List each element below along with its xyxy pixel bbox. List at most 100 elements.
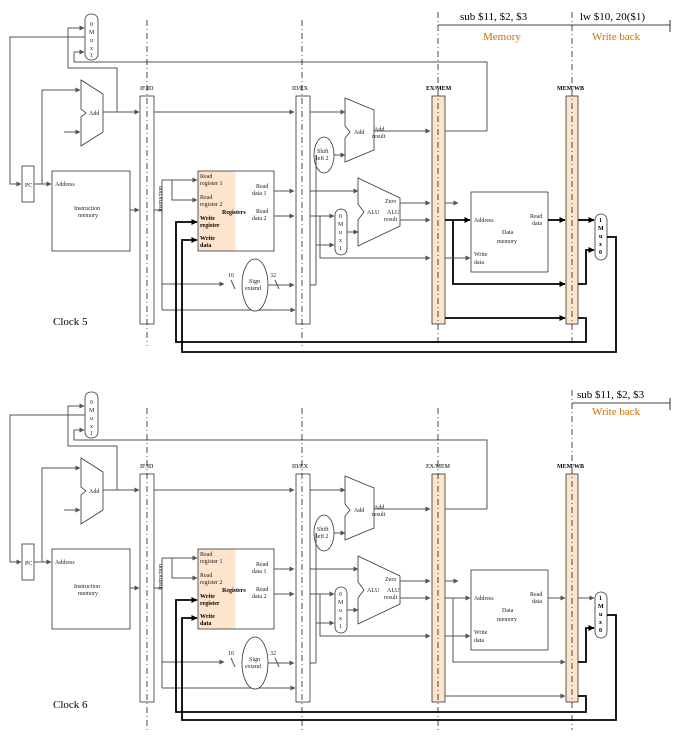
- shift-left-b: left 2: [316, 155, 329, 162]
- instr-mem-title2: memory: [78, 591, 98, 597]
- dm-read-data-b: data: [532, 221, 542, 227]
- pc-mux-label-0: 0: [90, 400, 93, 406]
- if-id-label: IF/ID: [140, 464, 154, 470]
- dm-read-data-b: data: [532, 599, 542, 605]
- rf-write-data-a: Write: [200, 236, 215, 242]
- wb-mux-m: M: [598, 604, 604, 610]
- instr-mem-stage: sub $11, $2, $3: [460, 11, 528, 23]
- rf-read-data1-a: Read: [256, 562, 268, 568]
- clock-label: Clock 6: [53, 699, 88, 711]
- dm-read-data-a: Read: [530, 592, 542, 598]
- rf-write-reg-a: Write: [200, 594, 215, 600]
- pc-mux-label-1: 1: [90, 431, 93, 437]
- rf-read-data2-a: Read: [256, 587, 268, 593]
- instr-mem-address: Address: [55, 560, 75, 566]
- alu-mux-u: u: [339, 608, 342, 614]
- instr-wb-stage: sub $11, $2, $3: [577, 389, 645, 401]
- rf-write-reg-b: register: [200, 223, 220, 229]
- clock-label: Clock 5: [53, 316, 88, 328]
- rf-read-data1-b: data 1: [252, 569, 267, 575]
- alu-zero: Zero: [385, 199, 396, 205]
- pc-mux-label-m: M: [89, 30, 95, 36]
- instr-mem-title1: Instruction: [74, 584, 100, 590]
- alu-result-a: ALU: [387, 588, 400, 594]
- alu-mux-0: 0: [339, 214, 342, 220]
- mem-wb-label: MEM/WB: [557, 86, 584, 92]
- alu-label: ALU: [367, 210, 380, 216]
- rf-read-reg2-a: Read: [200, 195, 212, 201]
- rf-read-reg1-a: Read: [200, 174, 212, 180]
- stage-mem: Memory: [483, 31, 521, 43]
- rf-write-data-b: data: [200, 243, 211, 249]
- rf-read-reg2-a: Read: [200, 573, 212, 579]
- instruction-label: Instruction: [158, 564, 164, 590]
- rf-read-reg1-b: register 1: [200, 181, 223, 187]
- alu-label: ALU: [367, 588, 380, 594]
- stage-wb: Write back: [592, 31, 641, 43]
- wb-mux-u: u: [599, 612, 603, 618]
- alu-zero: Zero: [385, 577, 396, 583]
- dm-address: Address: [474, 218, 494, 224]
- pc-label: PC: [25, 183, 32, 189]
- branch-adder-label: Add: [354, 130, 364, 136]
- pc-mux-label-u: u: [90, 416, 93, 422]
- shift-left-a: Shift: [317, 526, 329, 533]
- alu-mux-u: u: [339, 230, 342, 236]
- sign-ext-b: extend: [245, 286, 261, 292]
- rf-read-data2-b: data 2: [252, 216, 267, 222]
- pc-adder-label: Add: [89, 111, 99, 117]
- dm-write-data-b: data: [474, 260, 484, 266]
- sign-ext-a: Sign: [249, 279, 260, 285]
- branch-adder-result: result: [372, 134, 386, 140]
- panel-clock5: 0 M u x 1 PC Add Address Instruction mem…: [10, 11, 671, 353]
- panel-clock6: 0 M u x 1 PC Add Address Instruction mem…: [10, 389, 671, 730]
- ex-mem-label: EX/MEM: [426, 464, 451, 470]
- rf-write-data-b: data: [200, 621, 211, 627]
- sign-ext-32: 32: [270, 273, 276, 279]
- wb-mux-0: 0: [599, 628, 602, 634]
- instr-mem-address: Address: [55, 182, 75, 188]
- rf-read-data1-b: data 1: [252, 191, 267, 197]
- instr-wb-stage: lw $10, 20($1): [580, 11, 645, 23]
- rf-write-reg-b: register: [200, 601, 220, 607]
- id-ex-label: ID/EX: [292, 86, 309, 92]
- rf-read-reg2-b: register 2: [200, 580, 223, 586]
- rf-read-data2-a: Read: [256, 209, 268, 215]
- wb-mux-m: M: [598, 226, 604, 232]
- pc-mux-label-m: M: [89, 408, 95, 414]
- branch-adder-result: result: [372, 512, 386, 518]
- dm-address: Address: [474, 596, 494, 602]
- id-ex-label: ID/EX: [292, 464, 309, 470]
- alu-mux-0: 0: [339, 592, 342, 598]
- dm-write-data-a: Write: [474, 630, 488, 636]
- alu-result-a: ALU: [387, 210, 400, 216]
- rf-read-reg1-b: register 1: [200, 559, 223, 565]
- dm-title-a: Data: [502, 230, 514, 236]
- wb-mux-0: 0: [599, 250, 602, 256]
- pc-mux-label-1: 1: [90, 53, 93, 59]
- dm-title-a: Data: [502, 608, 514, 614]
- alu-mux-x: x: [339, 238, 342, 244]
- dm-title-b: memory: [497, 239, 517, 245]
- sign-ext-b: extend: [245, 664, 261, 670]
- registers-title: Registers: [222, 588, 246, 594]
- dm-title-b: memory: [497, 617, 517, 623]
- mem-wb-label: MEM/WB: [557, 464, 584, 470]
- stage-wb: Write back: [592, 406, 641, 418]
- alu-mux-m: M: [338, 222, 344, 228]
- branch-adder-label: Add: [354, 508, 364, 514]
- sign-ext-16: 16: [228, 651, 234, 657]
- pc-label: PC: [25, 561, 32, 567]
- sign-ext-a: Sign: [249, 657, 260, 663]
- branch-adder-add: Add: [374, 505, 384, 511]
- pc-mux-label-x: x: [90, 424, 93, 430]
- alu-mux-1: 1: [339, 246, 342, 252]
- shift-left-a: Shift: [317, 148, 329, 155]
- rf-read-reg2-b: register 2: [200, 202, 223, 208]
- pc-mux-label-0: 0: [90, 22, 93, 28]
- sign-ext-32: 32: [270, 651, 276, 657]
- rf-read-reg1-a: Read: [200, 552, 212, 558]
- rf-read-data2-b: data 2: [252, 594, 267, 600]
- alu-result-b: result: [384, 217, 398, 223]
